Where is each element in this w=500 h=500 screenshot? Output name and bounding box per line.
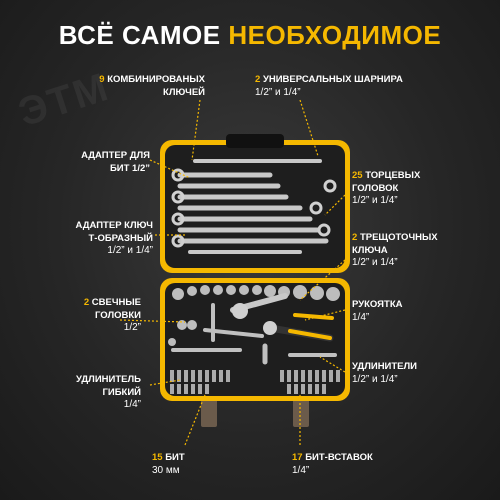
leader-bits xyxy=(184,394,206,446)
extensions-icon xyxy=(171,303,337,365)
bits-icon xyxy=(170,370,340,394)
label-sockets: 25 ТОРЦЕВЫХ ГОЛОВОК 1/2” и 1/4” xyxy=(352,170,421,206)
label-bit-adapter: АДАПТЕР ДЛЯ БИТ 1/2” xyxy=(81,150,150,174)
label-spark: 2 СВЕЧНЫЕ ГОЛОВКИ 1/2” xyxy=(83,297,141,333)
latch-right xyxy=(293,397,309,427)
label-joints: 2 УНИВЕРСАЛЬНЫХ ШАРНИРА 1/2” и 1/4” xyxy=(255,74,403,98)
label-bit-inserts: 17 БИТ-ВСТАВОК 1/4” xyxy=(292,452,373,476)
leader-wrenches xyxy=(191,99,201,161)
page-title: ВСЁ САМОЕ НЕОБХОДИМОЕ xyxy=(0,20,500,51)
leader-extensions xyxy=(319,356,346,373)
label-handle: РУКОЯТКА 1/4” xyxy=(352,299,403,323)
label-bits: 15 БИТ 30 мм xyxy=(152,452,185,476)
case-handle xyxy=(226,134,284,148)
leader-bit-adapter xyxy=(149,159,191,179)
label-t-adapter: АДАПТЕР КЛЮЧ Т-ОБРАЗНЫЙ 1/2” и 1/4” xyxy=(75,220,153,256)
leader-handle xyxy=(304,309,346,321)
wrenches-icon xyxy=(177,159,329,254)
label-extensions: УДЛИНИТЕЛИ 1/2” и 1/4” xyxy=(352,361,418,385)
label-wrenches: 9 КОМБИНИРОВАНЫХ КЛЮЧЕЙ xyxy=(99,74,205,98)
leader-sockets xyxy=(324,194,346,216)
ratchets-icon xyxy=(230,293,334,342)
wrench-rings-icon xyxy=(171,168,337,248)
leader-spark xyxy=(119,319,186,323)
leader-ratchets xyxy=(299,259,346,301)
label-ratchets: 2 ТРЕЩОТОЧНЫХ КЛЮЧА 1/2” и 1/4” xyxy=(352,232,438,268)
leader-flex-ext xyxy=(149,379,181,386)
case-base xyxy=(165,283,345,396)
title-white: ВСЁ САМОЕ xyxy=(58,20,221,50)
leader-joints xyxy=(299,99,319,157)
title-yellow: НЕОБХОДИМОЕ xyxy=(228,20,442,50)
label-flex-ext: УДЛИНИТЕЛЬ ГИБКИЙ 1/4” xyxy=(75,374,141,410)
latch-left xyxy=(201,397,217,427)
